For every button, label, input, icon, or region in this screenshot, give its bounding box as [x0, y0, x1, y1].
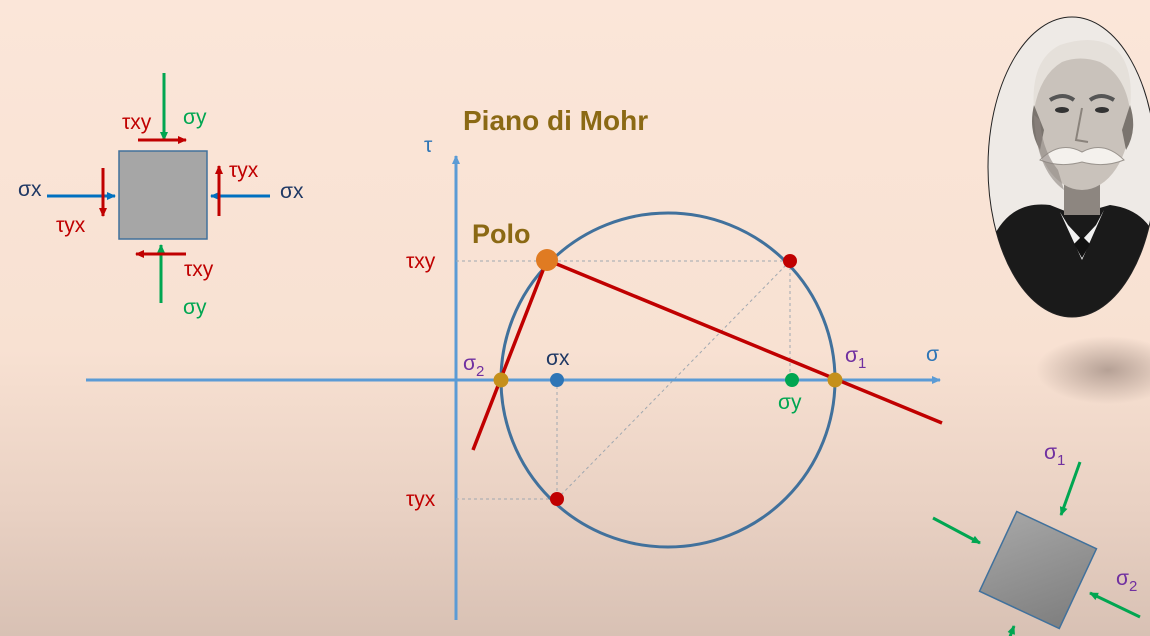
portrait — [987, 16, 1150, 404]
point-sx — [550, 373, 564, 387]
sx-axis-label: σx — [546, 347, 570, 370]
tyx-axis-label: τyx — [406, 488, 436, 511]
sy-axis-label: σy — [778, 391, 802, 414]
tau-xy-top-label: τxy — [122, 111, 152, 134]
tau-yx-right-label: τyx — [229, 159, 259, 182]
principal-element-square — [978, 510, 1098, 630]
sigma2-axis-label: σ2 — [463, 352, 484, 380]
sigma1-top-arrow — [1059, 461, 1082, 516]
sigma2-left-arrow — [932, 516, 981, 545]
stress-element: σx σx σy σy τxy τxy τyx τyx — [18, 73, 304, 319]
portrait-shadow — [1036, 336, 1150, 404]
principal-element: σ1 σ2 — [932, 441, 1141, 636]
stress-element-square — [118, 150, 208, 240]
sigma2-right-arrow — [1089, 591, 1141, 619]
tau-yx-left-label: τyx — [56, 214, 86, 237]
mohr-title: Piano di Mohr — [463, 105, 648, 136]
pole-point — [536, 249, 558, 271]
point-tyx — [550, 492, 564, 506]
mohr-plane: Piano di Mohr τ σ Polo τxy τyx σx — [86, 105, 943, 620]
sigma-y-top-label: σy — [183, 106, 207, 129]
sigma1-bottom-arrow — [1007, 625, 1016, 636]
point-sigma1 — [827, 372, 843, 388]
sigma1-direction-line — [546, 258, 943, 425]
guide-lines — [456, 260, 791, 500]
sigma2-direction-line — [471, 259, 549, 451]
point-txy — [783, 254, 797, 268]
txy-axis-label: τxy — [406, 250, 436, 273]
principal-sigma2-label: σ2 — [1116, 567, 1137, 595]
sigma-axis-label: σ — [926, 343, 939, 366]
principal-sigma1-label: σ1 — [1044, 441, 1065, 469]
tau-xy-bottom-label: τxy — [184, 258, 214, 281]
sigma-y-bottom-label: σy — [183, 296, 207, 319]
pole-label: Polo — [472, 219, 531, 249]
tau-axis-label: τ — [424, 134, 433, 157]
point-sigma2 — [493, 372, 509, 388]
sigma-x-right-label: σx — [280, 180, 304, 203]
portrait-frame — [987, 16, 1150, 318]
point-sy — [785, 373, 799, 387]
sigma1-axis-label: σ1 — [845, 344, 866, 372]
sigma-x-left-label: σx — [18, 178, 42, 201]
